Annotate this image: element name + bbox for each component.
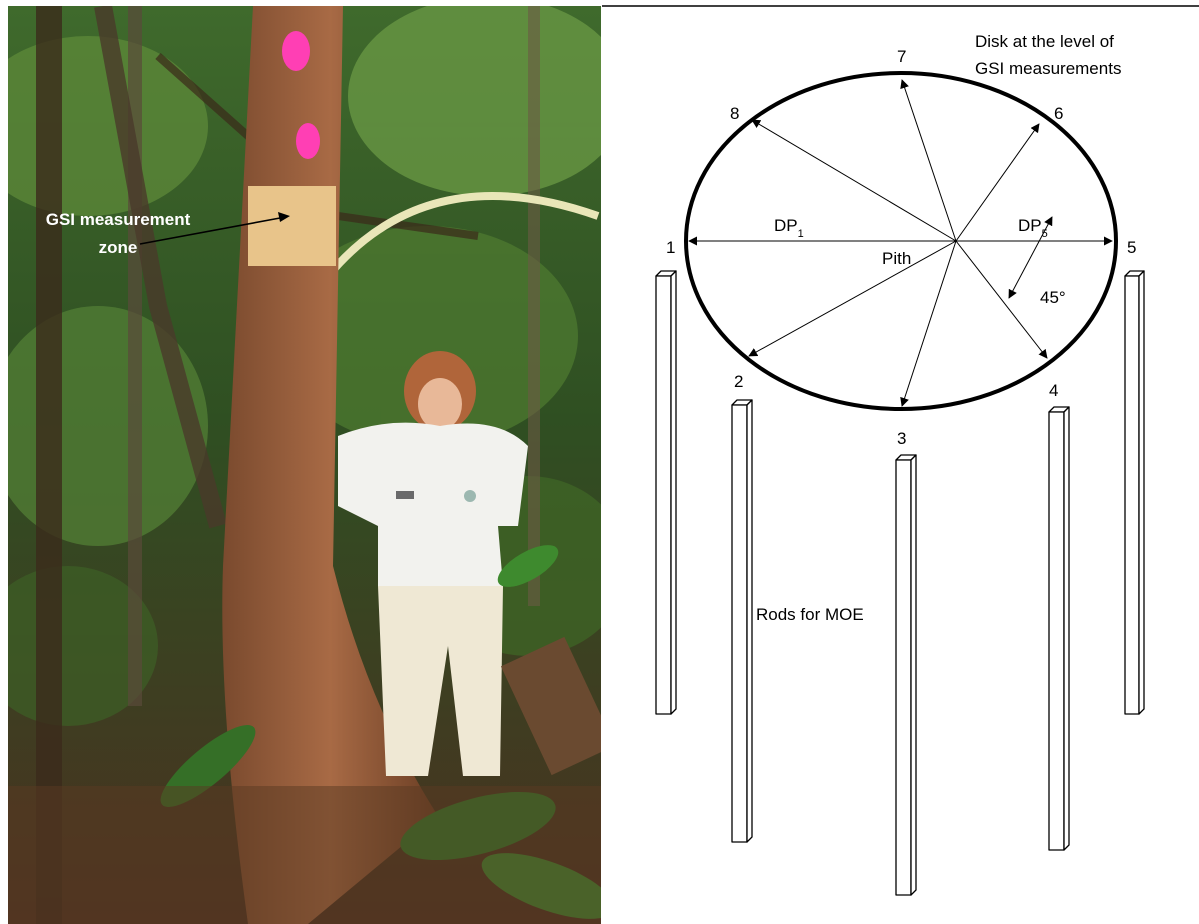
angle-label: 45°	[1040, 288, 1066, 307]
rod-3	[896, 455, 916, 895]
radial-number-1: 1	[666, 238, 675, 257]
radial-number-6: 6	[1054, 104, 1063, 123]
rod-5	[1125, 271, 1144, 714]
rod-4	[1049, 407, 1069, 850]
rods	[656, 271, 1144, 895]
pith-label: Pith	[882, 249, 911, 268]
radial-number-2: 2	[734, 372, 743, 391]
radial-number-8: 8	[730, 104, 739, 123]
radius-arrow-2	[749, 241, 956, 356]
radius-arrow-4	[956, 241, 1047, 358]
radial-arrows	[689, 80, 1112, 406]
radius-arrow-7	[902, 80, 956, 241]
dp5-label: DP5	[1018, 216, 1048, 240]
dp1-label: DP1	[774, 216, 804, 240]
rod-2	[732, 400, 752, 842]
rod-1	[656, 271, 676, 714]
radial-number-7: 7	[897, 47, 906, 66]
radial-number-3: 3	[897, 429, 906, 448]
disk-label-line1: Disk at the level of	[975, 32, 1114, 51]
radial-number-4: 4	[1049, 381, 1058, 400]
disk-label-line2: GSI measurements	[975, 59, 1121, 78]
radial-number-5: 5	[1127, 238, 1136, 257]
rods-label: Rods for MOE	[756, 605, 864, 624]
